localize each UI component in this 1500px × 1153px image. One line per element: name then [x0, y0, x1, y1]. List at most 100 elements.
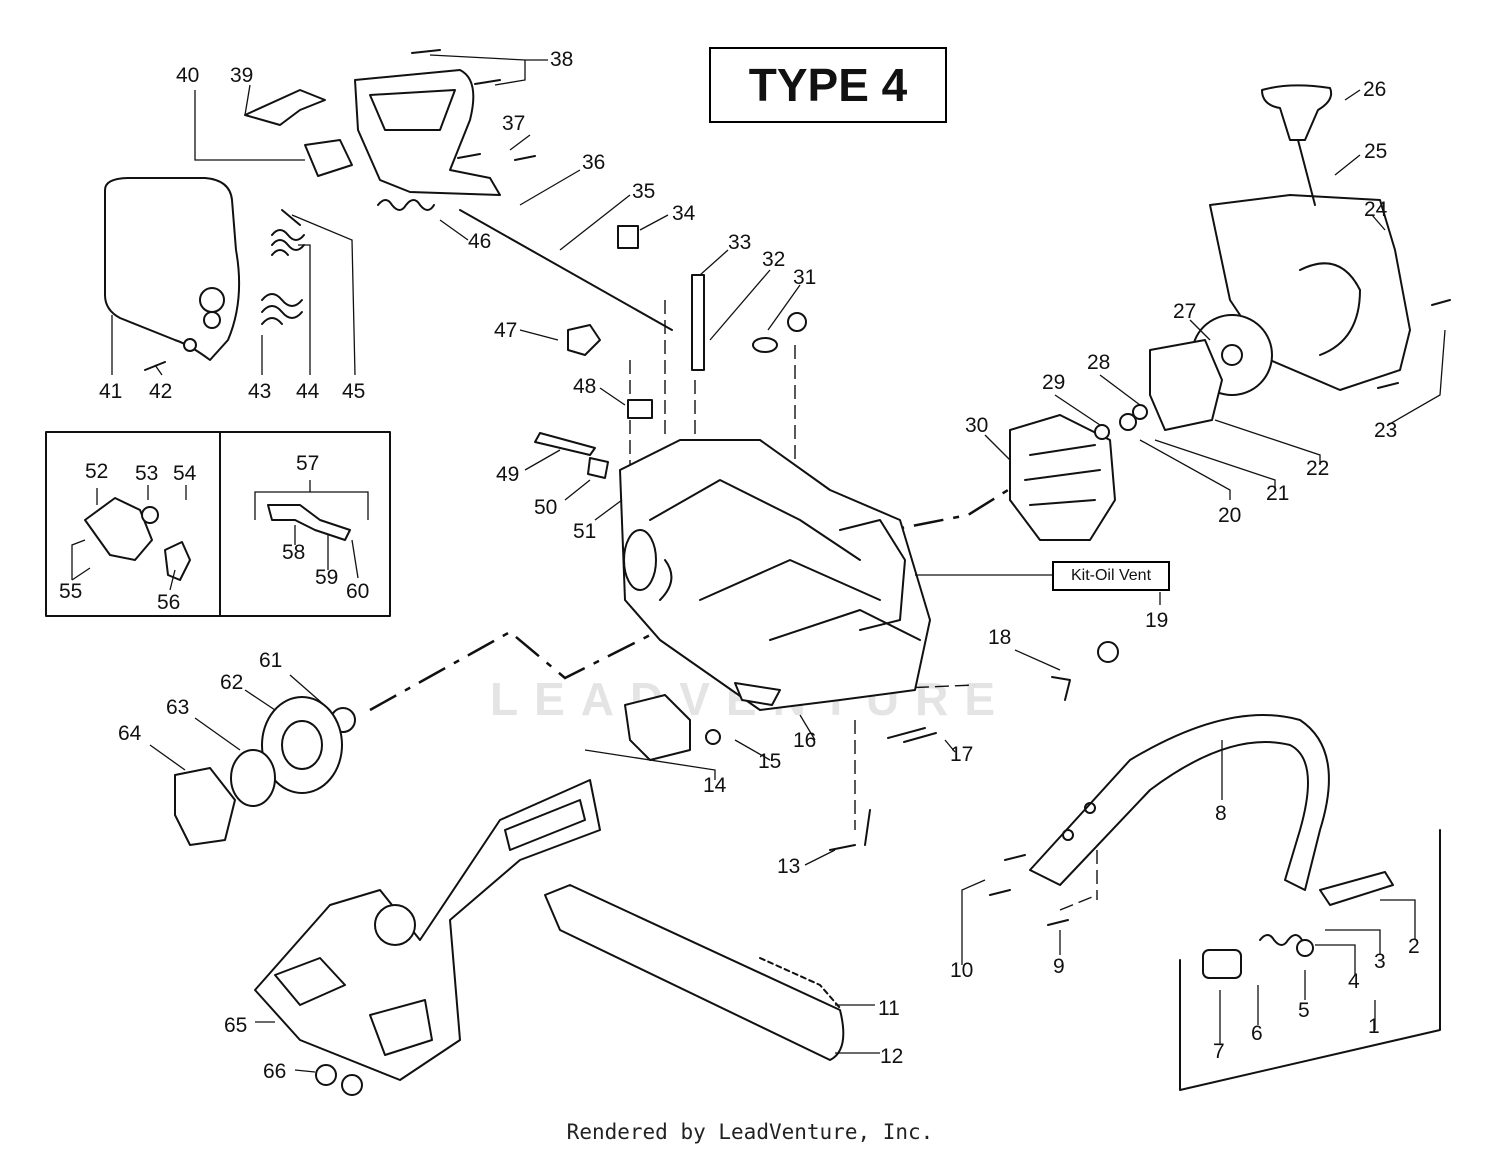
- starter-rope: [1297, 139, 1316, 206]
- callout-57: 57: [296, 452, 319, 475]
- callout-56: 56: [157, 591, 180, 614]
- callout-59: 59: [315, 566, 338, 589]
- inset-box-left: [45, 431, 391, 617]
- callout-3: 3: [1374, 950, 1386, 973]
- starter-handle-part: [1261, 84, 1333, 141]
- small-screws: [144, 49, 536, 371]
- callout-numbers: 1 2 3 4 5 6 7 8 9 10 11 12 13 14 15 16 1…: [59, 48, 1420, 1083]
- pin-33: [691, 274, 705, 371]
- callout-23: 23: [1374, 419, 1397, 442]
- callout-61: 61: [259, 649, 282, 672]
- callout-37: 37: [502, 112, 525, 135]
- callout-30: 30: [965, 414, 988, 437]
- callout-35: 35: [632, 180, 655, 203]
- oil-hose-inset-part: [267, 504, 351, 541]
- callout-10: 10: [950, 959, 973, 982]
- callout-28: 28: [1087, 351, 1110, 374]
- callout-62: 62: [220, 671, 243, 694]
- callout-29: 29: [1042, 371, 1065, 394]
- spring-43: [261, 293, 303, 325]
- bracket-1: [1179, 829, 1441, 1091]
- callout-9: 9: [1053, 955, 1065, 978]
- nut-part: [315, 1064, 337, 1086]
- part-48: [627, 399, 653, 419]
- callout-38: 38: [550, 48, 573, 71]
- callout-54: 54: [173, 462, 197, 485]
- clutch-part: [174, 767, 236, 846]
- callout-34: 34: [672, 202, 696, 225]
- callout-53: 53: [135, 462, 158, 485]
- callout-19: 19: [1145, 609, 1168, 632]
- callout-51: 51: [573, 520, 596, 543]
- guide-bar-part: [544, 884, 845, 1061]
- callout-44: 44: [296, 380, 320, 403]
- crankcase-part: [619, 439, 931, 711]
- callout-26: 26: [1363, 78, 1386, 101]
- callout-14: 14: [703, 774, 727, 797]
- callout-17: 17: [950, 743, 973, 766]
- callout-65: 65: [224, 1014, 247, 1037]
- spring-46: [377, 199, 435, 211]
- callout-50: 50: [534, 496, 557, 519]
- throttle-rod: [459, 209, 673, 331]
- callout-47: 47: [494, 319, 517, 342]
- spring-44: [271, 229, 305, 256]
- callout-22: 22: [1306, 457, 1329, 480]
- callout-2: 2: [1408, 935, 1420, 958]
- clutch-drum-part: [261, 696, 343, 794]
- callout-12: 12: [880, 1045, 903, 1068]
- washer-4: [1296, 939, 1314, 957]
- callout-24: 24: [1364, 198, 1388, 221]
- callout-8: 8: [1215, 802, 1227, 825]
- saw-chain-part: [759, 957, 841, 1009]
- plate-part: [1319, 871, 1394, 906]
- screw-15: [705, 729, 721, 745]
- callout-27: 27: [1173, 300, 1196, 323]
- callout-58: 58: [282, 541, 305, 564]
- part-49: [534, 432, 596, 456]
- callout-11: 11: [878, 997, 900, 1020]
- part-34: [617, 225, 639, 249]
- render-credit: Rendered by LeadVenture, Inc.: [566, 1120, 934, 1144]
- callout-15: 15: [758, 750, 781, 773]
- callout-63: 63: [166, 696, 189, 719]
- callout-1: 1: [1368, 1015, 1380, 1038]
- callout-21: 21: [1266, 482, 1289, 505]
- leader-lines: [71, 54, 1446, 1073]
- callout-49: 49: [496, 463, 519, 486]
- part-50: [587, 457, 609, 479]
- part-47: [567, 324, 601, 356]
- oil-cap-part: [1097, 641, 1119, 663]
- rear-handle-part: [104, 177, 241, 361]
- nut-part: [341, 1074, 363, 1096]
- throttle-lever-part: [244, 89, 326, 126]
- callout-16: 16: [793, 729, 816, 752]
- callout-13: 13: [777, 855, 800, 878]
- callout-18: 18: [988, 626, 1011, 649]
- callout-55: 55: [59, 580, 82, 603]
- part-16: [734, 682, 781, 706]
- callout-5: 5: [1298, 999, 1310, 1022]
- callout-6: 6: [1251, 1022, 1263, 1045]
- callout-46: 46: [468, 230, 491, 253]
- callout-41: 41: [99, 380, 122, 403]
- callout-4: 4: [1348, 970, 1360, 993]
- bushing-part: [1202, 949, 1242, 979]
- callout-31: 31: [793, 266, 816, 289]
- callout-64: 64: [118, 722, 142, 745]
- callout-40: 40: [176, 64, 199, 87]
- washer-63: [230, 749, 276, 807]
- callout-45: 45: [342, 380, 365, 403]
- callout-66: 66: [263, 1060, 286, 1083]
- spring-housing-part: [1149, 339, 1223, 431]
- callout-36: 36: [582, 151, 605, 174]
- spring-3: [1259, 934, 1303, 946]
- callout-7: 7: [1213, 1040, 1225, 1063]
- callout-43: 43: [248, 380, 271, 403]
- callout-60: 60: [346, 580, 369, 603]
- lockout-part: [304, 139, 353, 177]
- cap-31: [787, 312, 807, 332]
- dashed-lead-vertical: [629, 300, 796, 470]
